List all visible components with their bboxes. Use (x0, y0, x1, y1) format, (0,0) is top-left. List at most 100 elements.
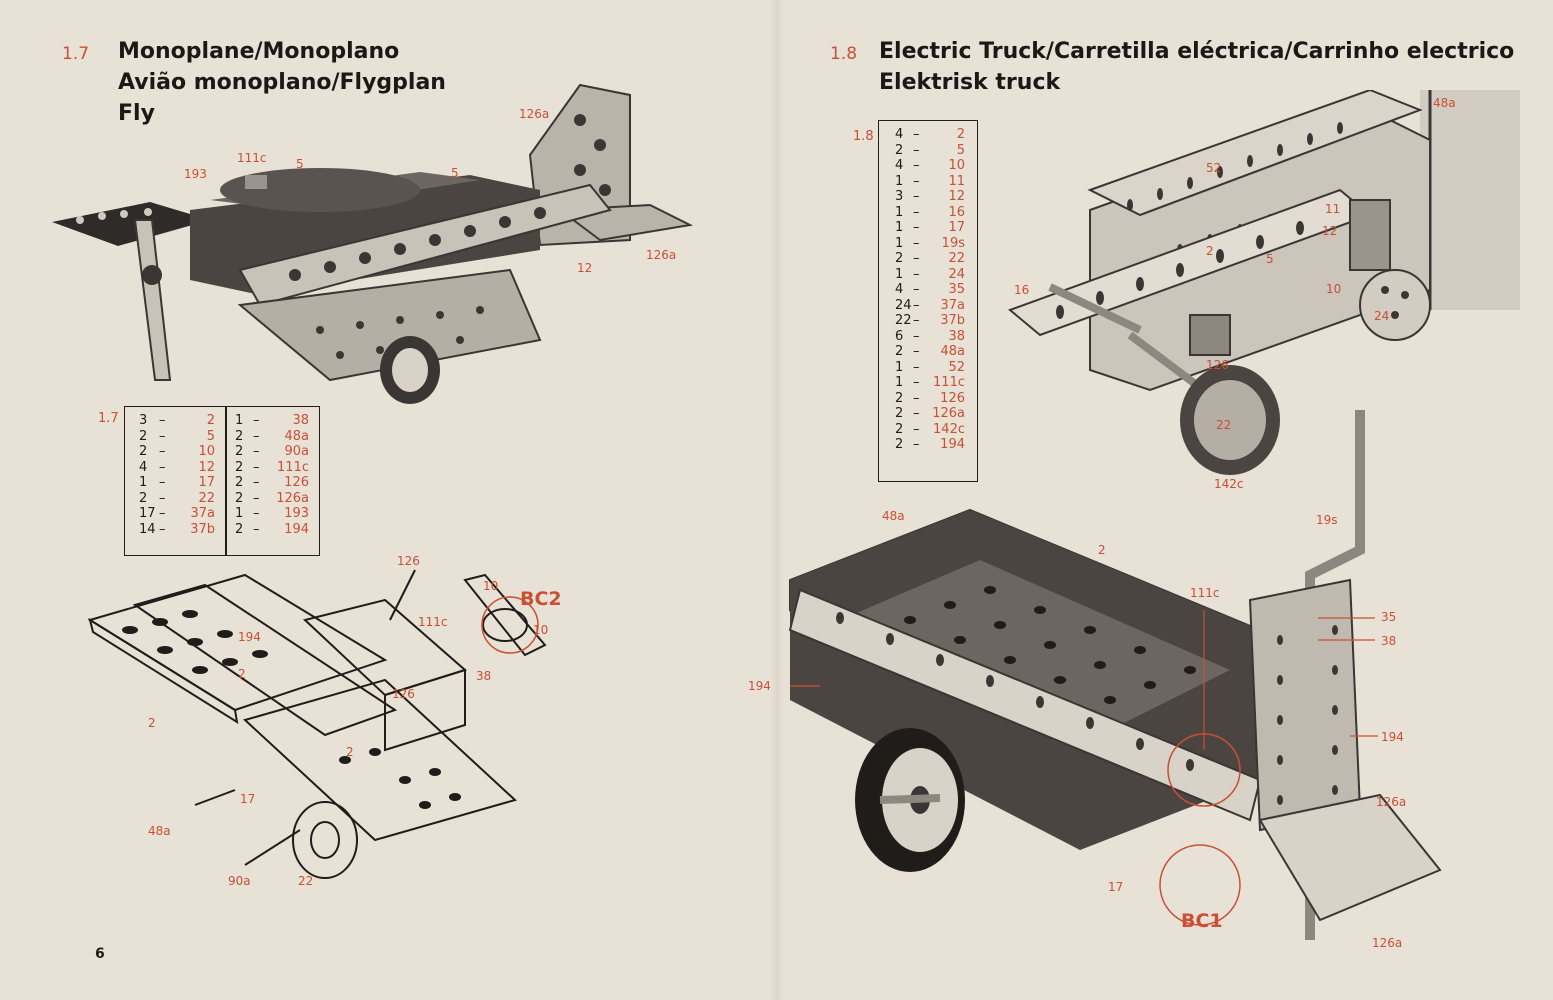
part-qty: 2 (895, 142, 904, 158)
callout-16: 16 (1014, 283, 1030, 297)
part-number: 126a (276, 490, 309, 506)
dash: – (253, 413, 260, 428)
part-qty: 1 (139, 475, 148, 490)
callout-193: 193 (184, 167, 207, 181)
callout-111c: 111c (237, 151, 267, 165)
callout-10-a: 10 (483, 579, 499, 593)
parts-row: 2–22 (895, 251, 973, 267)
dash: – (913, 251, 920, 266)
parts-row: 1–24 (895, 267, 973, 283)
left-section-number: 1.7 (62, 44, 90, 64)
parts-row: 1–16 (895, 205, 973, 221)
parts-row: 2–48a (235, 429, 317, 445)
callout-38-right: 38 (1381, 634, 1397, 648)
monoplane-exploded-diagram (87, 569, 547, 879)
callout-52: 52 (1206, 161, 1222, 175)
part-qty: 6 (895, 328, 904, 344)
part-qty: 1 (235, 413, 244, 428)
callout-2-b: 2 (148, 716, 156, 730)
part-number: 48a (284, 428, 309, 444)
part-number: 38 (948, 328, 965, 344)
dash: – (253, 475, 260, 490)
left-title-line-1: Monoplane/Monoplano (118, 39, 400, 64)
parts-row: 1–17 (895, 220, 973, 236)
part-qty: 1 (235, 506, 244, 521)
callout-126a-right: 126a (646, 248, 677, 262)
parts-row: 4–10 (895, 158, 973, 174)
parts-row: 1– 38 (235, 413, 317, 429)
parts-row: 1–11 (895, 174, 973, 190)
part-number: 24 (948, 266, 965, 282)
callout-2-a: 2 (238, 667, 246, 681)
part-number: 126a (932, 406, 965, 421)
part-number: 111c (277, 459, 309, 475)
callout-17-right: 17 (1108, 880, 1124, 894)
left-table-label: 1.7 (98, 411, 119, 426)
callout-111c-b: 111c (418, 615, 448, 629)
part-number: 2 (956, 127, 965, 142)
truck-underside-photo (1008, 90, 1520, 475)
parts-row: 2–142c (895, 422, 973, 438)
dash: – (913, 142, 920, 158)
parts-row: 1–19s (895, 236, 973, 252)
callout-126-a: 126 (397, 554, 420, 568)
part-number: 194 (284, 521, 309, 537)
dash: – (913, 158, 920, 173)
part-number: 37a (190, 506, 215, 521)
dash: – (913, 328, 920, 344)
dash: – (159, 444, 166, 459)
dash: – (913, 437, 920, 452)
part-number: 17 (948, 220, 965, 235)
callout-2-bottom: 2 (1098, 543, 1106, 557)
part-number: 11 (948, 173, 965, 189)
part-qty: 1 (895, 204, 904, 220)
dash: – (913, 359, 920, 375)
part-number: 111c (933, 375, 965, 390)
callout-10-b: 10 (533, 623, 549, 637)
dash: – (159, 459, 166, 475)
parts-row: 2–126 (235, 475, 317, 491)
callout-12-right: 12 (1322, 224, 1338, 238)
part-number: 19s (941, 235, 965, 251)
part-qty: 2 (235, 490, 244, 506)
part-qty: 22 (895, 313, 912, 328)
parts-row: 1–111c (895, 375, 973, 391)
callout-126a-top: 126a (519, 107, 550, 121)
part-number: 17 (198, 475, 215, 490)
part-number: 194 (940, 437, 965, 452)
part-number: 52 (948, 359, 965, 375)
callout-12: 12 (577, 261, 593, 275)
dash: – (913, 220, 920, 235)
part-qty: 1 (895, 266, 904, 282)
callout-19s: 19s (1316, 513, 1338, 527)
right-parts-col: 4–2 2–5 4–10 1–11 3–12 1–16 1–17 1–19s 2… (895, 127, 973, 453)
parts-row: 2–126a (235, 491, 317, 507)
part-qty: 3 (895, 189, 904, 204)
dash: – (913, 390, 920, 406)
dash: – (159, 413, 166, 428)
part-number: 90a (284, 444, 309, 459)
dash: – (913, 282, 920, 297)
part-number: 38 (292, 413, 309, 428)
part-number: 142c (933, 421, 965, 437)
page-gutter (770, 0, 784, 1000)
right-title-line-1: Electric Truck/Carretilla eléctrica/Carr… (879, 39, 1515, 64)
callout-22: 22 (298, 874, 314, 888)
dash: – (913, 313, 920, 328)
part-number: 35 (948, 282, 965, 297)
parts-row: 17–37a (139, 506, 219, 522)
part-qty: 1 (895, 235, 904, 251)
part-number: 12 (198, 459, 215, 475)
dash: – (253, 521, 260, 537)
part-qty: 2 (895, 437, 904, 452)
part-qty: 4 (895, 158, 904, 173)
callout-11: 11 (1325, 202, 1341, 216)
callout-2-top: 2 (1206, 244, 1214, 258)
callout-111c-right: 111c (1190, 586, 1220, 600)
part-qty: 14 (139, 521, 156, 537)
dash: – (159, 475, 166, 490)
part-qty: 2 (139, 428, 148, 444)
dash: – (913, 297, 920, 313)
right-table-label: 1.8 (853, 129, 874, 144)
